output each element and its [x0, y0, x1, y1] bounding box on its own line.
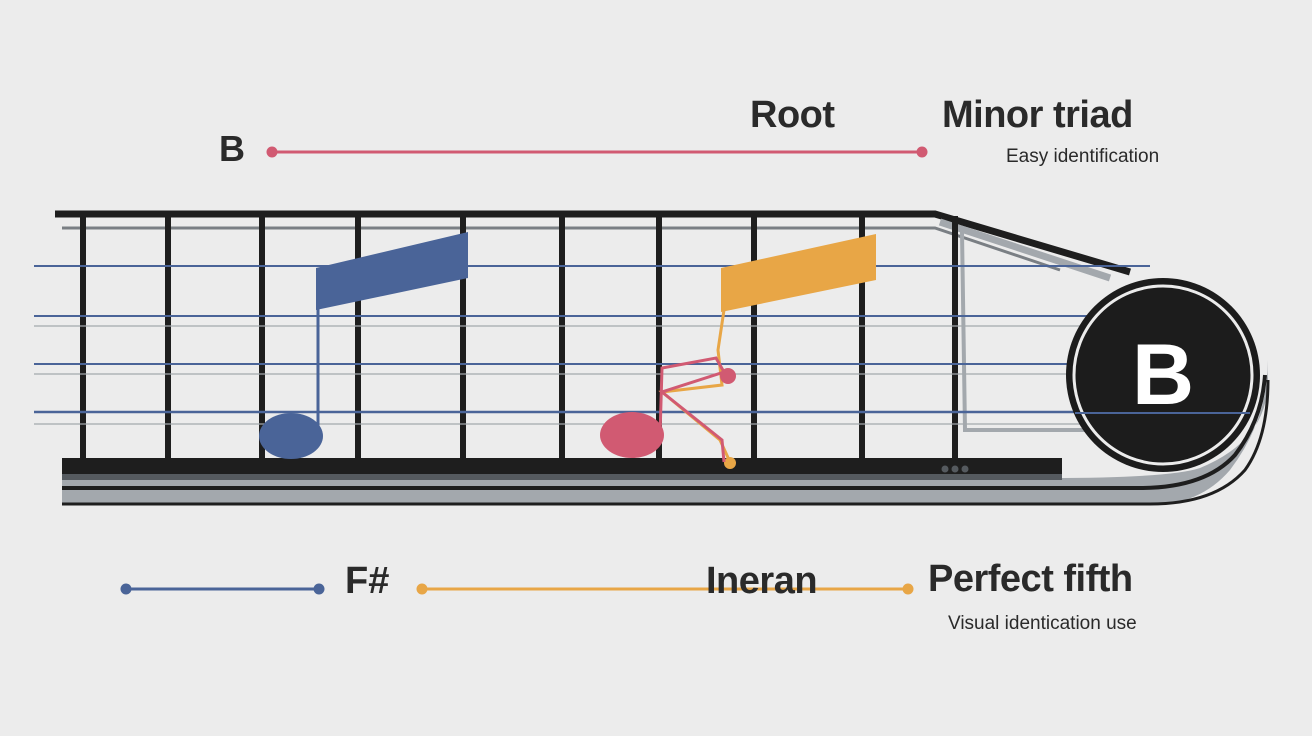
third-connector [416, 583, 914, 595]
fifth-connector [120, 583, 325, 595]
fifth-label: Perfect fifth [928, 558, 1133, 600]
strings [34, 265, 1180, 425]
triad-label: Minor triad [942, 94, 1133, 136]
triad-caption: Easy identification [1006, 146, 1160, 167]
root-badge-letter: B [1131, 327, 1195, 423]
fifth-caption: Visual identication use [948, 613, 1137, 634]
middle-label: Ineran [706, 560, 818, 602]
root-connector [266, 146, 928, 158]
rail-dots [941, 465, 969, 473]
third-note-marker [658, 234, 876, 469]
root-label: Root [750, 94, 835, 136]
fifth-note-label: F# [345, 560, 390, 602]
fretboard-neck [55, 210, 1270, 506]
frets [80, 216, 958, 460]
fifth-note-marker [259, 232, 468, 459]
root-note-label: B [219, 128, 245, 169]
root-badge [1066, 278, 1260, 472]
root-note-marker [600, 356, 736, 463]
